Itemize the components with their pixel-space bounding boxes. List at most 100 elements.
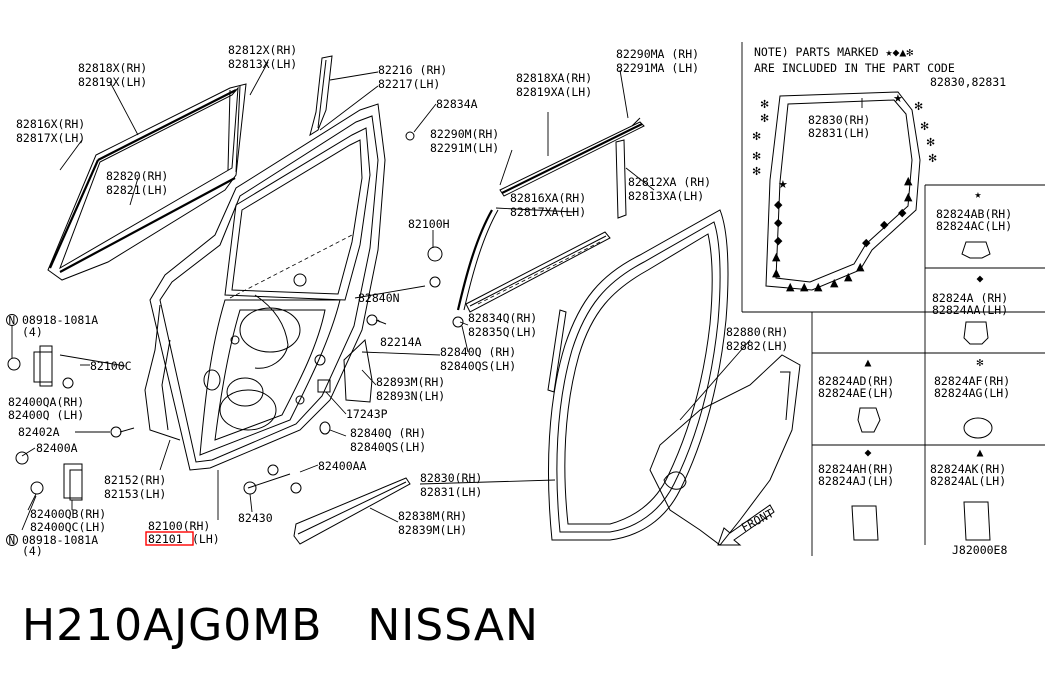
outer-sash-82816XA — [456, 209, 499, 311]
label-82816XA: 82816XA(RH) 82817XA(LH) — [510, 191, 586, 219]
svg-text:82824AL(LH): 82824AL(LH) — [930, 474, 1006, 488]
svg-text:82831(LH): 82831(LH) — [808, 126, 870, 140]
star-marker: ★ — [893, 92, 903, 105]
svg-text:82840N: 82840N — [358, 291, 400, 305]
svg-text:08918-1081A: 08918-1081A — [22, 313, 98, 327]
svg-text:82400QA(RH): 82400QA(RH) — [8, 395, 84, 409]
triangle-marker: ▲ — [772, 250, 781, 263]
svg-text:82840QS(LH): 82840QS(LH) — [440, 359, 516, 373]
svg-text:82824AE(LH): 82824AE(LH) — [818, 386, 894, 400]
triangle-marker: ▲ — [772, 266, 781, 279]
svg-text:82824A (RH): 82824A (RH) — [932, 291, 1008, 305]
inset-markers: ✻ ✻ ✻ ✻ ✻ ✻ ✻ ✻ ✻ ★ ◆ ◆ ◆ ▲ ▲ ▲ ▲ ▲ ▲ ▲ … — [752, 92, 937, 293]
triangle-marker: ▲ — [830, 276, 839, 289]
label-82893M: 82893M(RH) 82893N(LH) — [376, 375, 445, 403]
triangle-marker: ▲ — [904, 190, 913, 203]
svg-text:82835Q(LH): 82835Q(LH) — [468, 325, 537, 339]
label-82402A: 82402A — [18, 425, 60, 439]
svg-text:82819X(LH): 82819X(LH) — [78, 75, 147, 89]
svg-text:82400A: 82400A — [36, 441, 78, 455]
svg-text:82290MA (RH): 82290MA (RH) — [616, 47, 699, 61]
triangle-marker: ▲ — [977, 445, 984, 459]
label-82834A: 82834A — [436, 97, 478, 111]
diamond-marker: ◆ — [774, 234, 783, 247]
diamond-marker: ◆ — [977, 271, 984, 285]
svg-text:82830(RH): 82830(RH) — [420, 471, 482, 485]
svg-text:82291MA (LH): 82291MA (LH) — [616, 61, 699, 75]
svg-text:82830,82831: 82830,82831 — [930, 75, 1006, 89]
label-08918-upper: N 08918-1081A (4) — [6, 313, 98, 339]
snow-marker: ✻ — [760, 98, 769, 111]
label-82216: 82216 (RH) 82217(LH) — [378, 63, 447, 91]
vertical-trim-82812XA — [615, 139, 627, 219]
label-82100C: 82100C — [90, 359, 132, 373]
triangle-marker: ▲ — [814, 280, 823, 293]
svg-text:82813XA(LH): 82813XA(LH) — [628, 189, 704, 203]
clip-drawings — [851, 241, 993, 541]
star-marker: ★ — [778, 178, 788, 191]
label-82152: 82152(RH) 82153(LH) — [104, 473, 166, 501]
triangle-marker: ▲ — [800, 280, 809, 293]
triangle-marker: ▲ — [904, 174, 913, 187]
svg-text:82893M(RH): 82893M(RH) — [376, 375, 445, 389]
svg-text:82838M(RH): 82838M(RH) — [398, 509, 467, 523]
svg-text:J82000E8: J82000E8 — [952, 543, 1007, 557]
svg-text:82824AK(RH): 82824AK(RH) — [930, 462, 1006, 476]
sash-trim-82216 — [309, 55, 333, 137]
label-82400A: 82400A — [36, 441, 78, 455]
svg-text:82834Q(RH): 82834Q(RH) — [468, 311, 537, 325]
snow-marker: ✻ — [752, 130, 761, 143]
belt-moulding-82834Q — [465, 231, 611, 313]
diamond-marker: ◆ — [865, 445, 872, 459]
outer-sash-82818XA — [499, 117, 645, 197]
svg-text:(4): (4) — [22, 544, 43, 558]
svg-text:82824AA(LH): 82824AA(LH) — [932, 303, 1008, 317]
door-seal-strip-82838M — [293, 477, 411, 545]
svg-text:82817XA(LH): 82817XA(LH) — [510, 205, 586, 219]
snow-marker: ✻ — [752, 165, 761, 178]
label-82100H: 82100H — [408, 217, 450, 231]
svg-text:82831(LH): 82831(LH) — [420, 485, 482, 499]
label-82400QA: 82400QA(RH) 82400Q (LH) — [8, 395, 84, 422]
door-hinges — [33, 345, 83, 501]
diamond-marker: ◆ — [880, 218, 889, 231]
svg-text:82400QC(LH): 82400QC(LH) — [30, 520, 106, 534]
part-number-caption: H210AJG0MB NISSAN — [22, 600, 539, 651]
label-82290M: 82290M(RH) 82291M(LH) — [430, 127, 499, 155]
snow-marker: ✻ — [914, 100, 923, 113]
label-17243P: 17243P — [346, 407, 388, 421]
svg-text:82824AH(RH): 82824AH(RH) — [818, 462, 894, 476]
inset-weatherstrip: ✻ ✻ ✻ ✻ ✻ ✻ ✻ ✻ ✻ ★ ◆ ◆ ◆ ▲ ▲ ▲ ▲ ▲ ▲ ▲ … — [752, 91, 937, 293]
leader-lines — [11, 61, 863, 531]
svg-text:82819XA(LH): 82819XA(LH) — [516, 85, 592, 99]
rear-door-glass — [47, 83, 247, 281]
svg-text:(LH): (LH) — [192, 532, 220, 546]
svg-text:82100H: 82100H — [408, 217, 450, 231]
label-82400AA: 82400AA — [318, 459, 367, 473]
parts-diagram: ✻ ✻ ✻ ✻ ✻ ✻ ✻ ✻ ✻ ★ ◆ ◆ ◆ ▲ ▲ ▲ ▲ ▲ ▲ ▲ … — [6, 42, 1045, 558]
svg-text:82290M(RH): 82290M(RH) — [430, 127, 499, 141]
svg-text:82153(LH): 82153(LH) — [104, 487, 166, 501]
triangle-marker: ▲ — [856, 260, 865, 273]
svg-text:82812X(RH): 82812X(RH) — [228, 43, 297, 57]
diamond-marker: ◆ — [862, 236, 871, 249]
label-08918-lower: N 08918-1081A (4) — [6, 533, 98, 558]
triangle-marker: ▲ — [844, 270, 853, 283]
svg-text:82152(RH): 82152(RH) — [104, 473, 166, 487]
snow-marker: ✻ — [926, 136, 935, 149]
label-82816X: 82816X(RH) 82817X(LH) — [16, 117, 85, 145]
svg-text:82216 (RH): 82216 (RH) — [378, 63, 447, 77]
svg-text:08918-1081A: 08918-1081A — [22, 533, 98, 547]
svg-text:82816XA(RH): 82816XA(RH) — [510, 191, 586, 205]
label-82830-inset: 82830(RH) 82831(LH) — [808, 113, 870, 140]
svg-text:82813X(LH): 82813X(LH) — [228, 57, 297, 71]
diamond-marker: ◆ — [774, 198, 783, 211]
label-82838M: 82838M(RH) 82839M(LH) — [398, 509, 467, 537]
svg-text:17243P: 17243P — [346, 407, 388, 421]
svg-text:82839M(LH): 82839M(LH) — [398, 523, 467, 537]
reference-code: J82000E8 — [952, 543, 1007, 557]
cell-82824AD: ▲ 82824AD(RH) 82824AE(LH) — [818, 355, 894, 400]
svg-text:82400Q (LH): 82400Q (LH) — [8, 408, 84, 422]
label-82840Q-upper: 82840Q (RH) 82840QS(LH) — [440, 345, 516, 373]
svg-text:82824AG(LH): 82824AG(LH) — [934, 386, 1010, 400]
